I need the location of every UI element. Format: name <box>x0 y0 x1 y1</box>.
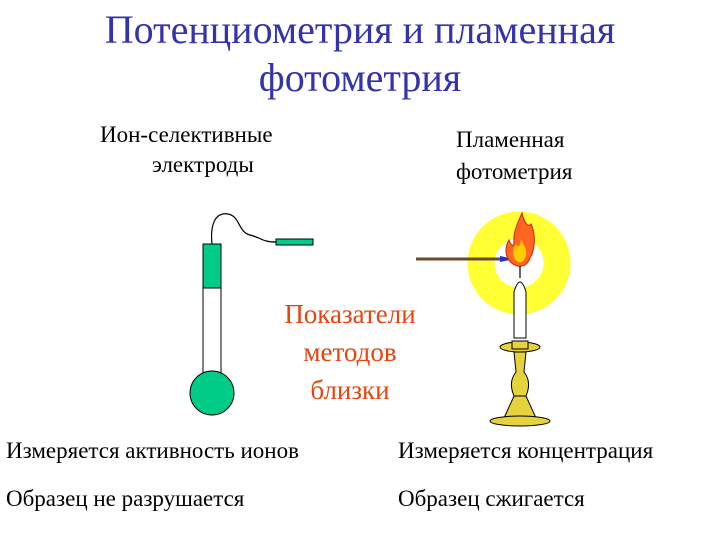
comparison-row1-left: Измеряется активность ионов <box>6 438 299 463</box>
center-note-line2: методов <box>303 337 397 367</box>
comparison-row2-right: Образец сжигается <box>398 486 585 511</box>
center-note: Показатели методов близки <box>262 295 438 409</box>
ion-selective-label-line1: Ион-селективные <box>100 122 273 147</box>
ion-selective-label-line2: электроды <box>152 152 254 177</box>
flame-photometry-label-line1: Пламенная <box>456 127 565 152</box>
comparison-row2-left: Образец не разрушается <box>6 486 245 511</box>
flame-photometry-label-line2: фотометрия <box>456 159 573 184</box>
slide-title-line2: фотометрия <box>258 55 462 100</box>
ion-selective-label: Ион-селективные электроды <box>100 120 320 180</box>
center-note-line3: близки <box>310 375 390 405</box>
center-note-line1: Показатели <box>284 299 416 329</box>
comparison-row1-right: Измеряется концентрация <box>398 438 654 463</box>
slide-title-line1: Потенциометрия и пламенная <box>104 7 616 52</box>
flame-photometry-label: Пламенная фотометрия <box>456 124 572 188</box>
